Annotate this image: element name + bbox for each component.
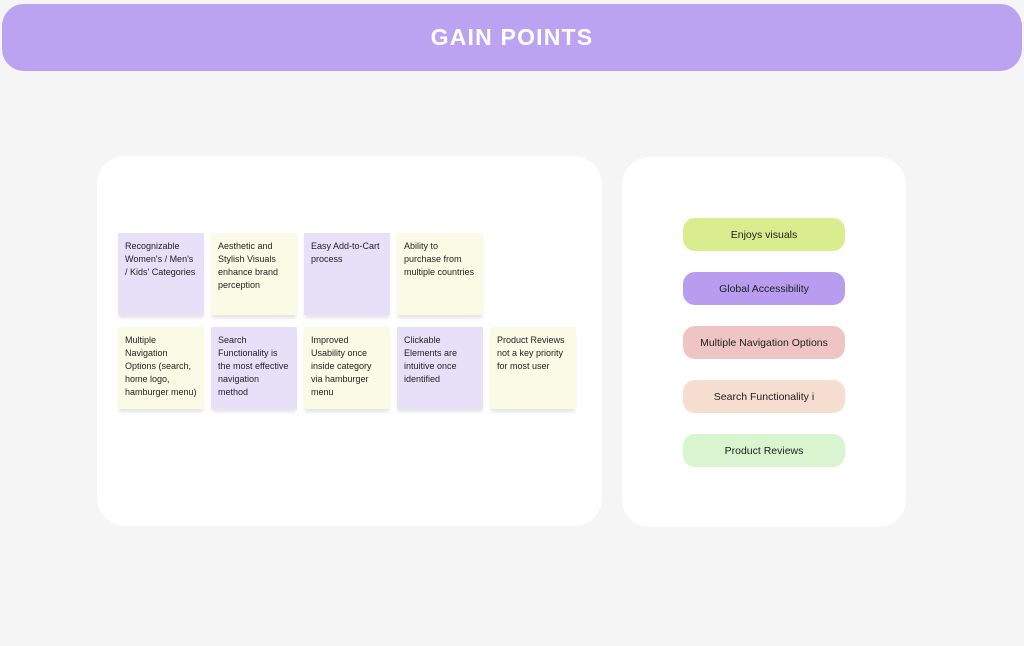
sticky-note-easy-add-to-cart[interactable]: Easy Add-to-Cart process — [304, 233, 390, 315]
tag-pill-global-accessibility[interactable]: Global Accessibility — [683, 272, 845, 305]
sticky-notes-grid: Recognizable Women's / Men's / Kids' Cat… — [118, 233, 576, 421]
sticky-note-text: Clickable Elements are intuitive once id… — [404, 335, 458, 384]
tag-pill-list: Enjoys visuals Global Accessibility Mult… — [622, 218, 906, 467]
page-title: GAIN POINTS — [430, 24, 594, 50]
sticky-note-text: Easy Add-to-Cart process — [311, 241, 380, 264]
sticky-note-aesthetic-visuals[interactable]: Aesthetic and Stylish Visuals enhance br… — [211, 233, 297, 315]
sticky-note-product-reviews[interactable]: Product Reviews not a key priority for m… — [490, 327, 576, 409]
tag-pill-label: Global Accessibility — [719, 282, 809, 295]
sticky-note-text: Aesthetic and Stylish Visuals enhance br… — [218, 241, 279, 290]
tag-pill-search-functionality[interactable]: Search Functionality i — [683, 380, 845, 413]
tag-pill-label: Multiple Navigation Options — [700, 336, 828, 349]
sticky-note-text: Multiple Navigation Options (search, hom… — [125, 335, 197, 397]
tag-pill-enjoys-visuals[interactable]: Enjoys visuals — [683, 218, 845, 251]
sticky-note-recognizable-categories[interactable]: Recognizable Women's / Men's / Kids' Cat… — [118, 233, 204, 315]
tag-pill-label: Product Reviews — [724, 444, 804, 457]
sticky-note-text: Ability to purchase from multiple countr… — [404, 241, 475, 277]
sticky-note-search-functionality[interactable]: Search Functionality is the most effecti… — [211, 327, 297, 409]
sticky-note-multiple-navigation[interactable]: Multiple Navigation Options (search, hom… — [118, 327, 204, 409]
sticky-note-text: Recognizable Women's / Men's / Kids' Cat… — [125, 241, 196, 277]
tags-panel: Enjoys visuals Global Accessibility Mult… — [622, 157, 906, 527]
sticky-note-text: Search Functionality is the most effecti… — [218, 335, 289, 397]
sticky-notes-panel: Recognizable Women's / Men's / Kids' Cat… — [97, 156, 602, 526]
sticky-row-2: Multiple Navigation Options (search, hom… — [118, 327, 576, 409]
header-banner: GAIN POINTS — [2, 4, 1022, 71]
sticky-note-text: Improved Usability once inside category … — [311, 335, 372, 397]
tag-pill-label: Search Functionality i — [713, 390, 815, 403]
sticky-note-improved-usability[interactable]: Improved Usability once inside category … — [304, 327, 390, 409]
tag-pill-label: Enjoys visuals — [730, 228, 798, 241]
sticky-note-text: Product Reviews not a key priority for m… — [497, 335, 565, 371]
sticky-note-clickable-elements[interactable]: Clickable Elements are intuitive once id… — [397, 327, 483, 409]
sticky-note-multi-country-purchase[interactable]: Ability to purchase from multiple countr… — [397, 233, 483, 315]
sticky-row-1: Recognizable Women's / Men's / Kids' Cat… — [118, 233, 576, 315]
tag-pill-product-reviews[interactable]: Product Reviews — [683, 434, 845, 467]
tag-pill-multiple-navigation-options[interactable]: Multiple Navigation Options — [683, 326, 845, 359]
